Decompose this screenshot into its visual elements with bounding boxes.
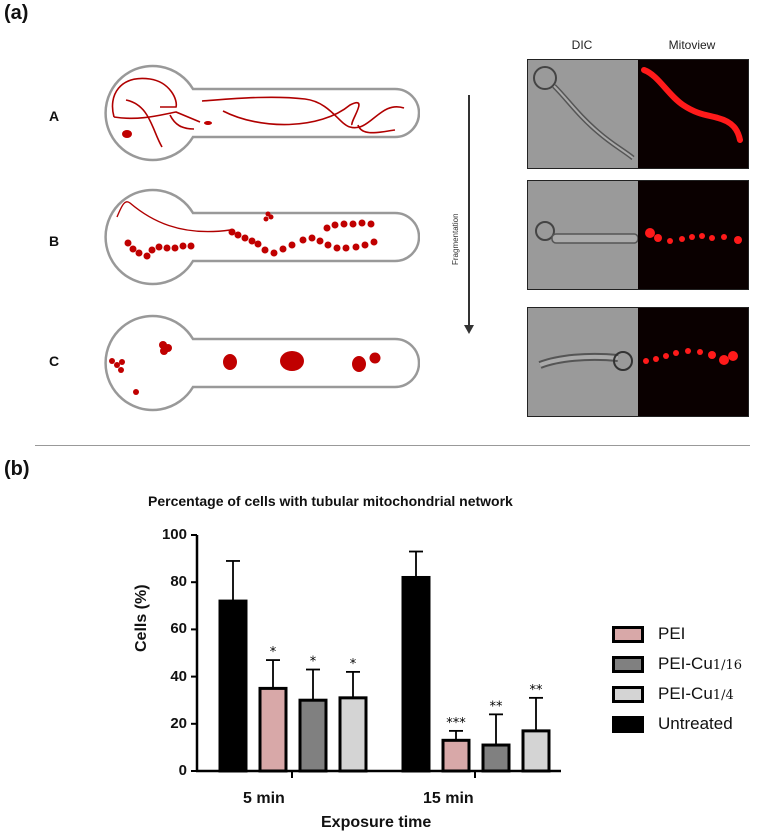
legend-swatch-pei-cu-1-16 [612, 655, 644, 673]
fragmented-mitochondria [109, 341, 381, 395]
significance-marker: * [270, 645, 277, 660]
fragmentation-arrow-shaft [468, 95, 470, 327]
row-label-b: B [49, 233, 60, 249]
legend-item-untreated: Untreated [612, 714, 733, 734]
legend-item-pei-cu-1-16: PEI-Cu1/16 [612, 654, 742, 674]
y-tick-label: 60 [170, 620, 187, 638]
dic-image-a [528, 60, 638, 168]
dic-image-c [528, 308, 638, 416]
significance-marker: *** [446, 716, 466, 731]
bar-untreated [218, 599, 248, 773]
chart-title: Percentage of cells with tubular mitocho… [148, 493, 513, 509]
fragmenting-mitochondria [124, 211, 378, 260]
bar-pei [258, 686, 288, 773]
micrograph-row-b [527, 180, 749, 290]
significance-marker: * [350, 657, 357, 672]
dic-image-b [528, 181, 638, 289]
dic-column-header: DIC [571, 38, 593, 52]
x-tick-5min: 5 min [243, 790, 285, 807]
y-tick-label: 40 [170, 667, 187, 685]
fragmentation-arrow-icon [464, 325, 474, 334]
legend-label-untreated: Untreated [658, 714, 733, 733]
micrograph-row-c [527, 307, 749, 417]
cell-a-diagram [104, 64, 420, 162]
legend-label-pei-cu-1-16: PEI-Cu1/16 [658, 654, 742, 673]
x-tick-15min: 15 min [423, 790, 474, 807]
bar-pei-cu1-4 [338, 696, 368, 773]
significance-marker: * [310, 655, 317, 670]
legend-item-pei-cu-1-4: PEI-Cu1/4 [612, 684, 734, 704]
y-tick-label: 20 [170, 714, 187, 732]
cell-c-diagram [104, 314, 420, 412]
panel-a-label: (a) [4, 2, 29, 24]
legend-swatch-pei [612, 625, 644, 643]
mitoview-image-c [638, 308, 748, 416]
x-axis-label: Exposure time [321, 814, 432, 831]
cell-b-diagram [104, 188, 420, 286]
bar-untreated [401, 575, 431, 773]
legend-swatch-pei-cu-1-4 [612, 685, 644, 703]
panel-divider [35, 445, 750, 446]
row-label-c: C [49, 353, 60, 369]
row-label-a: A [49, 108, 60, 124]
tubular-mitochondria [111, 77, 405, 148]
y-tick-label: 100 [161, 526, 187, 543]
significance-marker: ** [490, 699, 504, 714]
bar-pei [441, 738, 471, 773]
legend-item-pei: PEI [612, 624, 685, 644]
bar-pei-cu1-16 [481, 743, 511, 773]
mitoview-column-header: Mitoview [668, 38, 716, 52]
mitoview-image-a [638, 60, 748, 168]
legend-label-pei: PEI [658, 624, 686, 643]
panel-b-label: (b) [4, 458, 30, 480]
bar-pei-cu1-16 [298, 698, 328, 773]
cell-schematics [104, 64, 420, 412]
bar-pei-cu1-4 [521, 729, 551, 773]
legend-swatch-untreated [612, 715, 644, 733]
micrograph-row-a [527, 59, 749, 169]
significance-marker: ** [530, 683, 544, 698]
mitoview-image-b [638, 181, 748, 289]
y-tick-label: 0 [178, 762, 187, 779]
legend-label-pei-cu-1-4: PEI-Cu1/4 [658, 684, 734, 703]
y-tick-label: 80 [170, 573, 187, 591]
